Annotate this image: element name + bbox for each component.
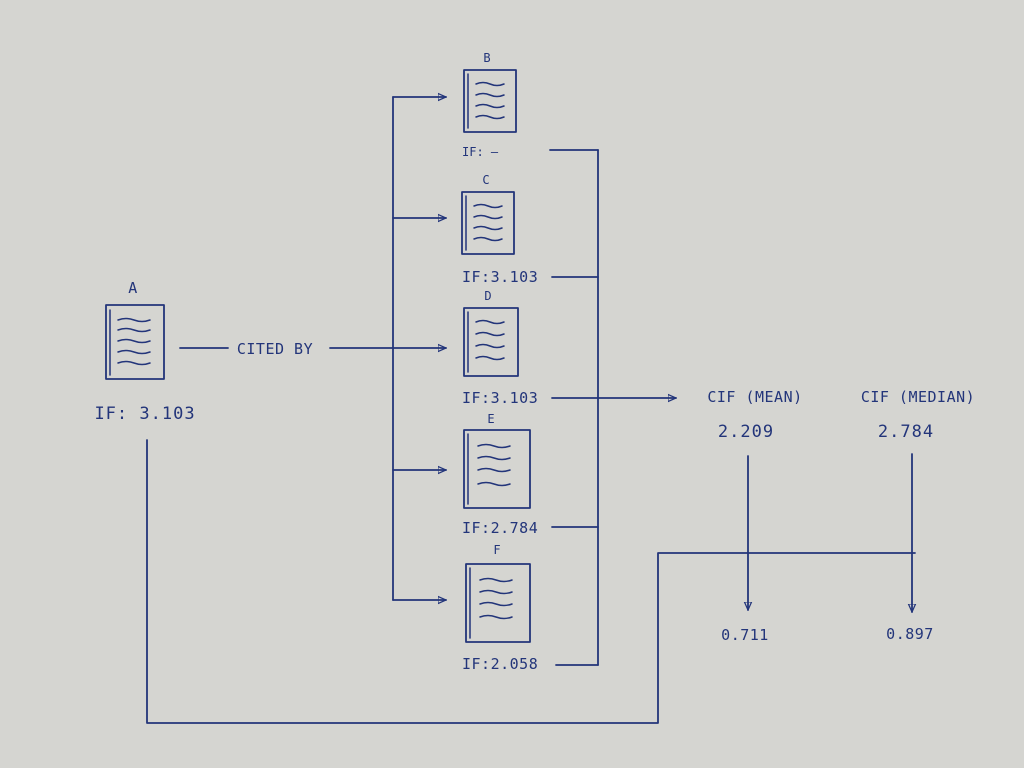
- document-f: F IF:2.058: [462, 543, 538, 673]
- cif-mean-label: CIF (MEAN): [707, 388, 802, 406]
- cif-median-label: CIF (MEDIAN): [861, 388, 975, 406]
- document-a-letter: A: [128, 279, 138, 297]
- document-c-impact-factor: IF:3.103: [462, 268, 538, 286]
- document-b: B IF: —: [462, 51, 517, 159]
- document-a-impact-factor: IF: 3.103: [94, 404, 195, 424]
- cif-mean-result: 0.711: [721, 626, 769, 644]
- cif-median-result: 0.897: [886, 625, 934, 643]
- document-c: C IF:3.103: [461, 173, 538, 286]
- document-a: A IF: 3.103: [94, 279, 195, 424]
- document-b-impact-factor: IF: —: [462, 145, 499, 159]
- document-b-letter: B: [483, 51, 490, 65]
- document-d-impact-factor: IF:3.103: [462, 389, 538, 407]
- document-f-letter: F: [493, 543, 500, 557]
- document-b-page-icon: [463, 69, 517, 133]
- document-d-letter: D: [484, 289, 491, 303]
- document-c-letter: C: [482, 173, 489, 187]
- document-d: D IF:3.103: [462, 289, 538, 407]
- document-a-page-icon: [105, 304, 165, 380]
- document-e-letter: E: [487, 412, 494, 426]
- document-e-impact-factor: IF:2.784: [462, 519, 538, 537]
- cif-median-value: 2.784: [878, 422, 934, 442]
- document-d-page-icon: [463, 307, 519, 377]
- document-f-page-icon: [465, 563, 531, 643]
- cif-mean-value: 2.209: [718, 422, 774, 442]
- document-c-page-icon: [461, 191, 515, 255]
- source-if-connector: [146, 439, 916, 724]
- document-e-page-icon: [463, 429, 531, 509]
- document-f-impact-factor: IF:2.058: [462, 655, 538, 673]
- cited-by-label: CITED BY: [237, 340, 313, 358]
- document-e: E IF:2.784: [462, 412, 538, 537]
